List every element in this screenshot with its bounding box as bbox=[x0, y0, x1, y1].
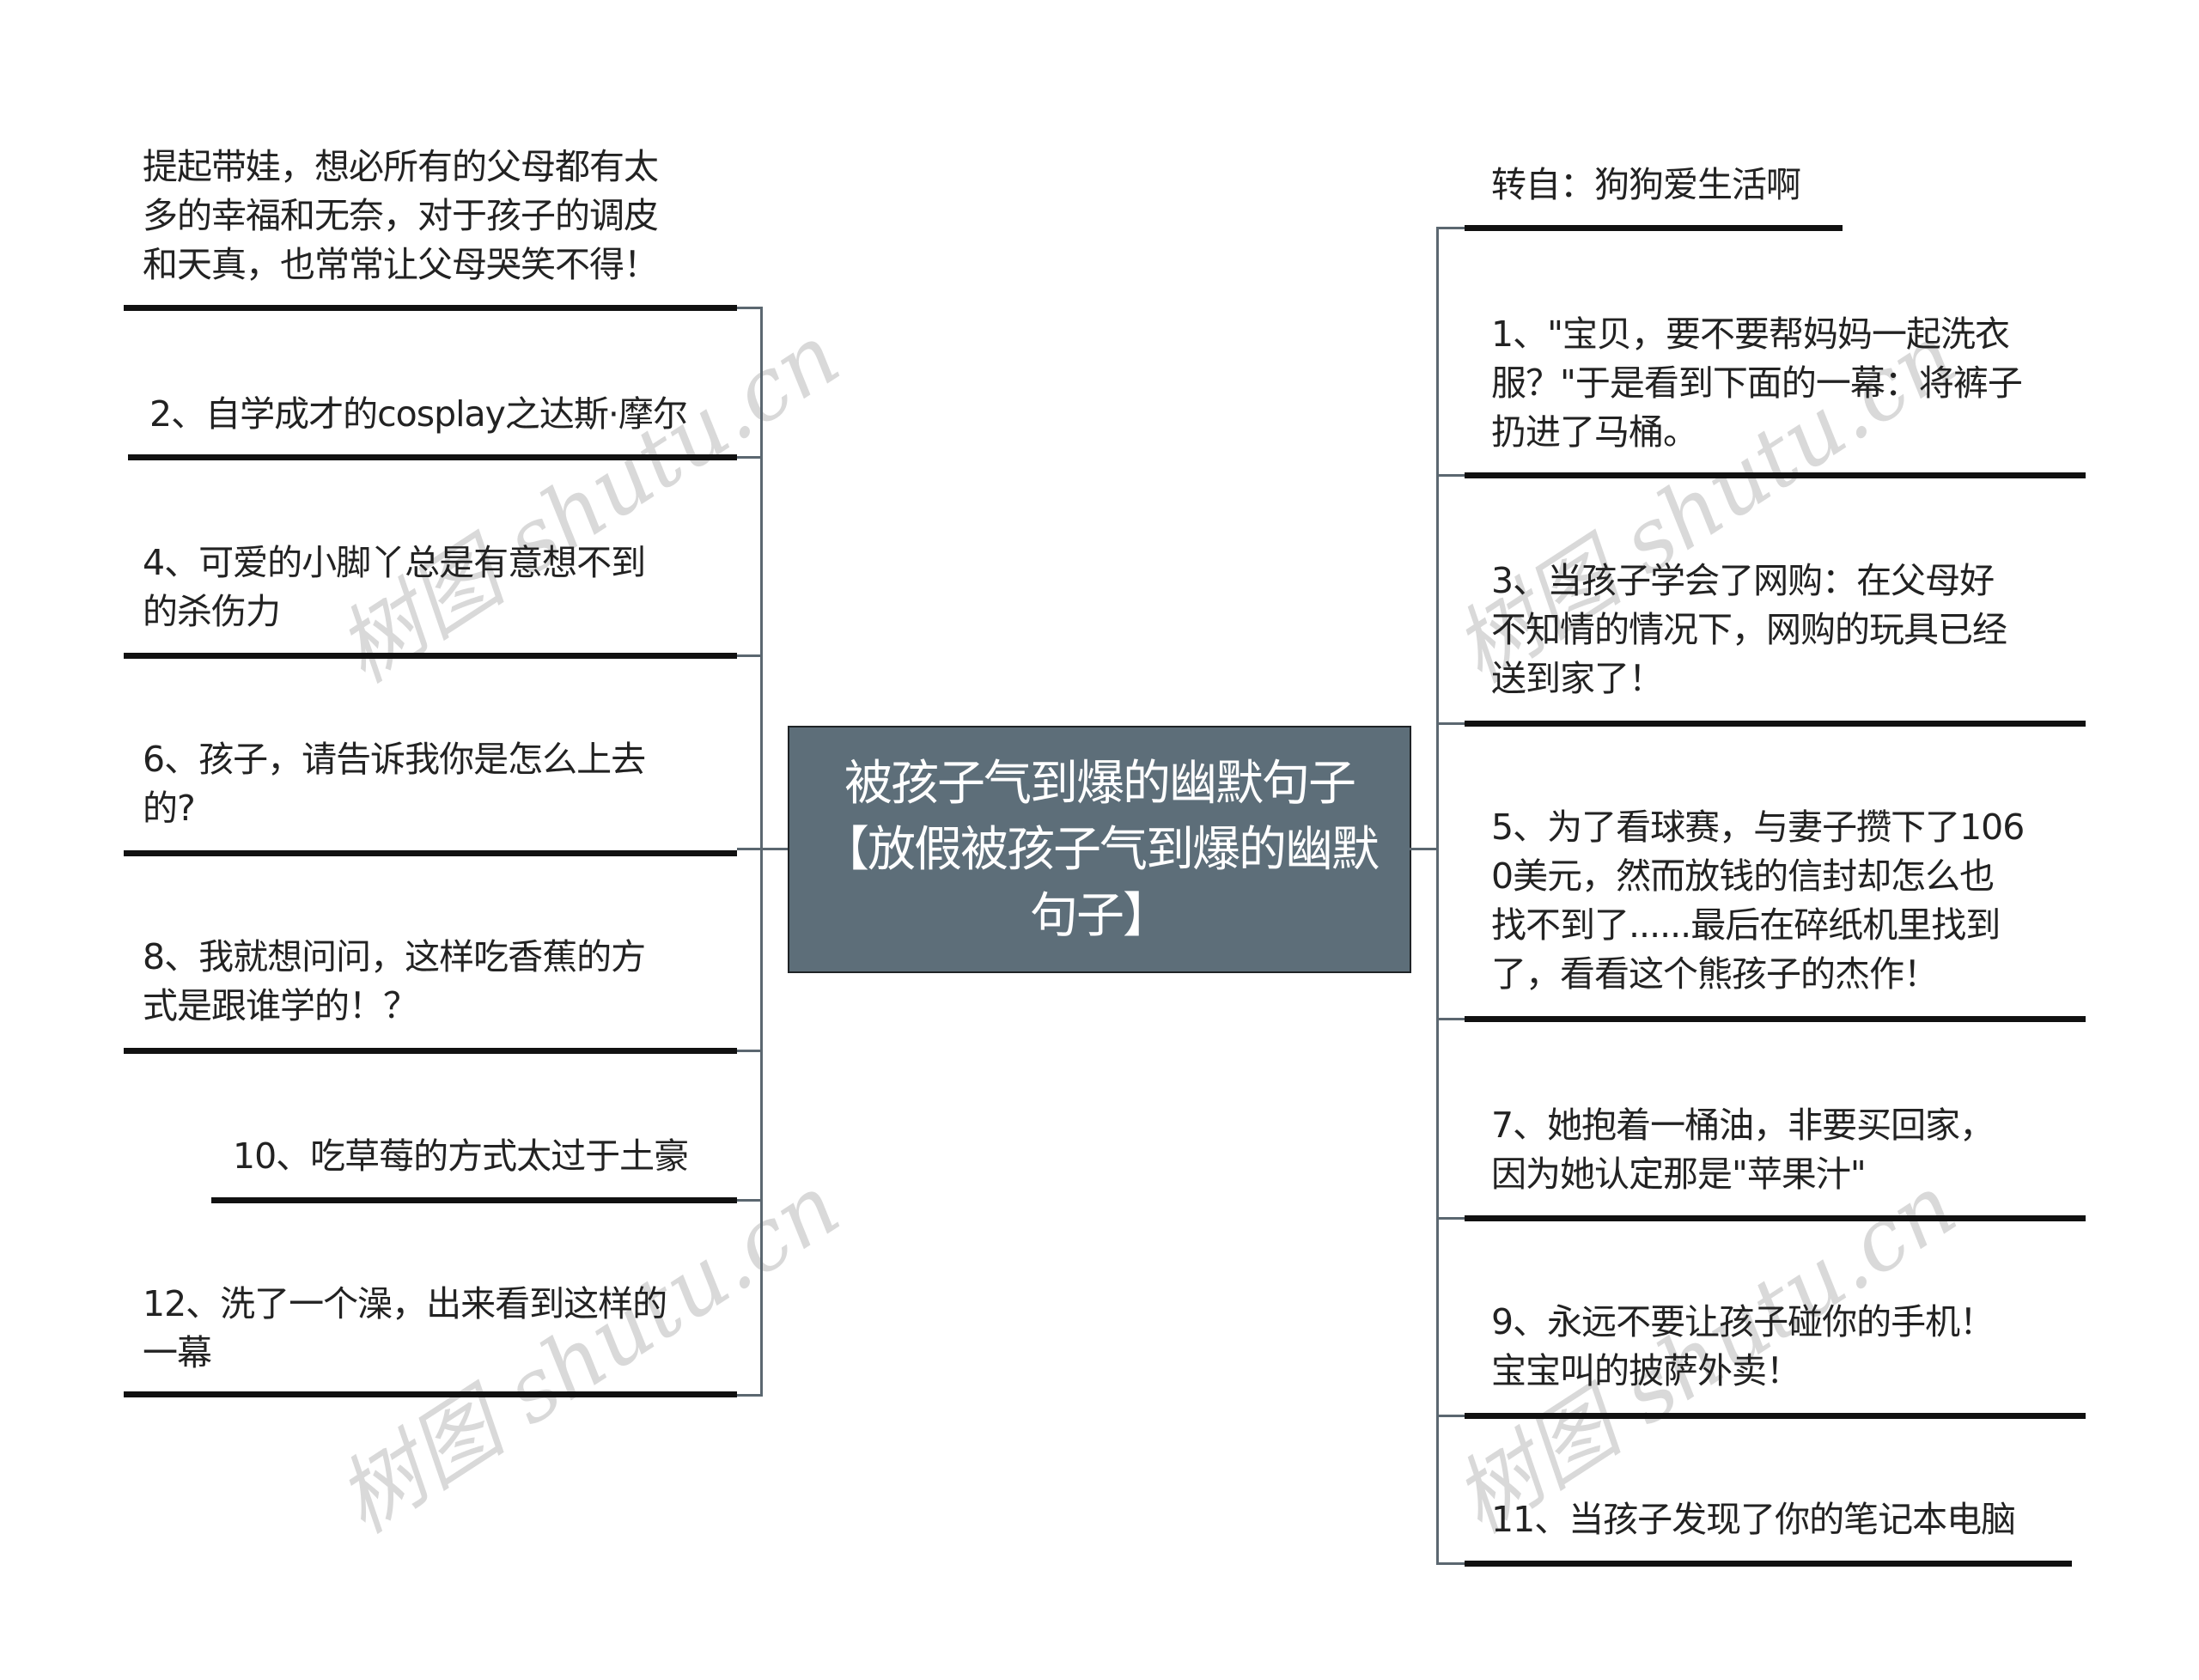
right-branch-3-connector bbox=[1437, 722, 1465, 725]
left-branch-12-text: 12、洗了一个澡，出来看到这样的 一幕 bbox=[143, 1283, 667, 1373]
left-branch-2-underline bbox=[128, 454, 737, 460]
watermark: 树图 shutu.cn bbox=[320, 305, 857, 703]
right-branch-11-underline bbox=[1465, 1561, 2072, 1567]
left-branch-6-connector bbox=[737, 848, 761, 850]
right-branch-1-underline bbox=[1465, 472, 2086, 478]
right-branch-7-underline bbox=[1465, 1215, 2086, 1221]
right-branch-5-text: 5、为了看球赛，与妻子攒下了106 0美元，然而放钱的信封却怎么也 找不到了..… bbox=[1491, 807, 2025, 995]
left-branch-8-underline bbox=[124, 1048, 737, 1054]
right-branch-1-connector bbox=[1437, 474, 1465, 477]
left-branch-10-text: 10、吃草莓的方式太过于土豪 bbox=[233, 1135, 689, 1177]
left-branch-intro-connector bbox=[737, 307, 761, 309]
left-branch-6-underline bbox=[124, 850, 737, 856]
left-branch-intro-text: 提起带娃，想必所有的父母都有太 多的幸福和无奈，对于孩子的调皮 和天真，也常常让… bbox=[143, 146, 659, 285]
right-branch-9-connector bbox=[1437, 1415, 1465, 1417]
left-branch-2-text: 2、自学成才的cosplay之达斯·摩尔 bbox=[149, 393, 688, 435]
left-branch-10-connector bbox=[737, 1199, 761, 1202]
right-branch-source-underline bbox=[1465, 225, 1843, 231]
right-branch-7-connector bbox=[1437, 1217, 1465, 1220]
left-spine bbox=[760, 307, 763, 1397]
left-branch-12-underline bbox=[124, 1391, 737, 1397]
right-branch-11-text: 11、当孩子发现了你的笔记本电脑 bbox=[1491, 1499, 2016, 1540]
right-branch-11-connector bbox=[1437, 1562, 1465, 1565]
right-branch-5-connector bbox=[1437, 1018, 1465, 1020]
right-branch-source-connector bbox=[1437, 227, 1465, 229]
left-branch-2-connector bbox=[737, 456, 761, 459]
connector-center-left bbox=[761, 848, 788, 850]
right-branch-9-underline bbox=[1465, 1413, 2086, 1419]
left-branch-10-underline bbox=[211, 1197, 737, 1203]
left-branch-4-text: 4、可爱的小脚丫总是有意想不到 的杀伤力 bbox=[143, 542, 646, 632]
left-branch-12-connector bbox=[737, 1394, 761, 1397]
right-spine bbox=[1436, 227, 1439, 1565]
right-branch-7-text: 7、她抱着一桶油，非要买回家， 因为她认定那是"苹果汁" bbox=[1491, 1105, 1995, 1195]
left-branch-8-text: 8、我就想问问，这样吃香蕉的方 式是跟谁学的！？ bbox=[143, 936, 646, 1026]
central-topic-node[interactable]: 被孩子气到爆的幽默句子【放假被孩子气到爆的幽默句子】 bbox=[788, 726, 1411, 973]
right-branch-1-text: 1、"宝贝，要不要帮妈妈一起洗衣 服？"于是看到下面的一幕：将裤子 扔进了马桶。 bbox=[1491, 313, 2023, 453]
right-branch-3-text: 3、当孩子学会了网购：在父母好 不知情的情况下，网购的玩具已经 送到家了！ bbox=[1491, 560, 2007, 699]
left-branch-4-underline bbox=[124, 653, 737, 659]
connector-center-right bbox=[1410, 848, 1438, 850]
central-topic-title: 被孩子气到爆的幽默句子【放假被孩子气到爆的幽默句子】 bbox=[821, 755, 1380, 944]
right-branch-5-underline bbox=[1465, 1016, 2086, 1022]
left-branch-8-connector bbox=[737, 1050, 761, 1052]
right-branch-9-text: 9、永远不要让孩子碰你的手机！ 宝宝叫的披萨外卖！ bbox=[1491, 1301, 1995, 1391]
right-branch-3-underline bbox=[1465, 721, 2086, 727]
left-branch-6-text: 6、孩子，请告诉我你是怎么上去 的? bbox=[143, 739, 646, 829]
left-branch-intro-underline bbox=[124, 305, 737, 311]
left-branch-4-connector bbox=[737, 654, 761, 657]
right-branch-source-text: 转自：狗狗爱生活啊 bbox=[1491, 164, 1801, 205]
